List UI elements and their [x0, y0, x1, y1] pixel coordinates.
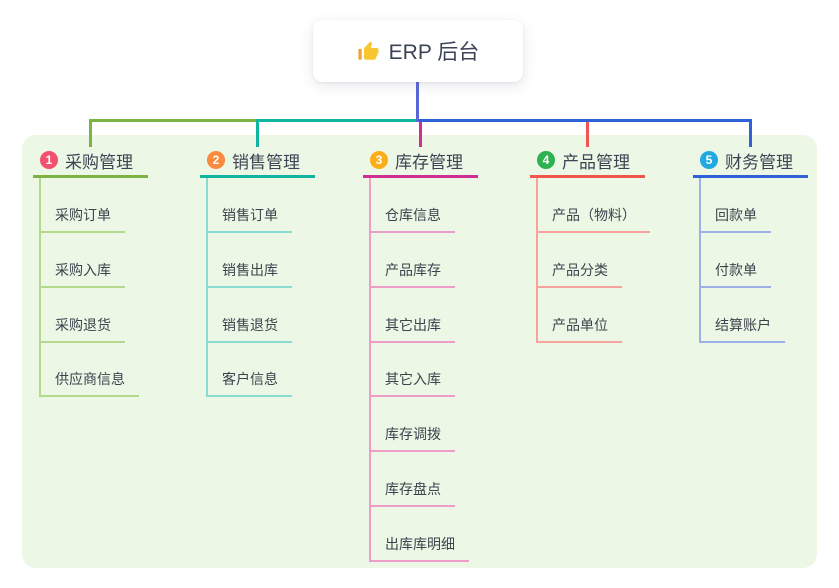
child-node[interactable]: 产品库存 [369, 260, 455, 288]
branch-number-badge: 5 [700, 151, 718, 169]
child-node[interactable]: 产品（物料） [536, 205, 650, 233]
branch-title-label: 采购管理 [65, 152, 133, 172]
branch-node-1[interactable]: 1 采购管理 [40, 149, 133, 172]
branch-underline [33, 175, 148, 178]
child-node[interactable]: 销售订单 [206, 205, 292, 233]
child-node[interactable]: 供应商信息 [39, 369, 139, 398]
child-node[interactable]: 付款单 [699, 260, 771, 288]
branch-title-label: 销售管理 [232, 152, 300, 172]
branch-number-badge: 3 [370, 151, 388, 169]
branch-child-line [369, 178, 371, 562]
root-label: ERP 后台 [388, 41, 480, 64]
child-node[interactable]: 库存调拨 [369, 424, 455, 453]
child-node[interactable]: 采购退货 [39, 315, 125, 343]
branch-node-3[interactable]: 3 库存管理 [370, 149, 463, 172]
connector-stub-4 [586, 119, 589, 147]
child-node[interactable]: 客户信息 [206, 369, 292, 398]
content-panel [22, 135, 817, 568]
branch-child-line [699, 178, 701, 343]
child-node[interactable]: 结算账户 [699, 315, 785, 343]
branch-underline [693, 175, 808, 178]
connector-stub-3 [419, 119, 422, 147]
branch-node-5[interactable]: 5 财务管理 [700, 149, 793, 172]
branch-node-2[interactable]: 2 销售管理 [207, 149, 300, 172]
root-node[interactable]: ERP 后台 [313, 20, 523, 82]
child-node[interactable]: 其它入库 [369, 369, 455, 398]
branch-underline [530, 175, 645, 178]
branch-underline [363, 175, 478, 178]
child-node[interactable]: 销售退货 [206, 315, 292, 343]
branch-underline [200, 175, 315, 178]
branch-number-badge: 1 [40, 151, 58, 169]
root-connector-line [416, 82, 419, 122]
child-node[interactable]: 库存盘点 [369, 479, 455, 507]
branch-number-badge: 4 [537, 151, 555, 169]
thumbs-up-icon [357, 40, 380, 63]
branch-title-label: 产品管理 [562, 152, 630, 172]
child-node[interactable]: 回款单 [699, 205, 771, 233]
child-node[interactable]: 产品分类 [536, 260, 622, 288]
branch-child-line [536, 178, 538, 343]
connector-stub-1 [89, 119, 92, 147]
child-node[interactable]: 其它出库 [369, 315, 455, 343]
connector-line-2 [256, 119, 419, 122]
connector-stub-5 [749, 119, 752, 147]
branch-title-label: 库存管理 [395, 152, 463, 172]
branch-title-label: 财务管理 [725, 152, 793, 172]
child-node[interactable]: 仓库信息 [369, 205, 455, 233]
child-node[interactable]: 销售出库 [206, 260, 292, 288]
connector-stub-2 [256, 119, 259, 147]
connector-line-1 [89, 119, 419, 122]
branch-number-badge: 2 [207, 151, 225, 169]
child-node[interactable]: 采购订单 [39, 205, 125, 233]
connector-line-5 [419, 119, 752, 122]
branch-node-4[interactable]: 4 产品管理 [537, 149, 630, 172]
child-node[interactable]: 采购入库 [39, 260, 125, 288]
child-node[interactable]: 产品单位 [536, 315, 622, 343]
child-node[interactable]: 出库库明细 [369, 534, 469, 562]
